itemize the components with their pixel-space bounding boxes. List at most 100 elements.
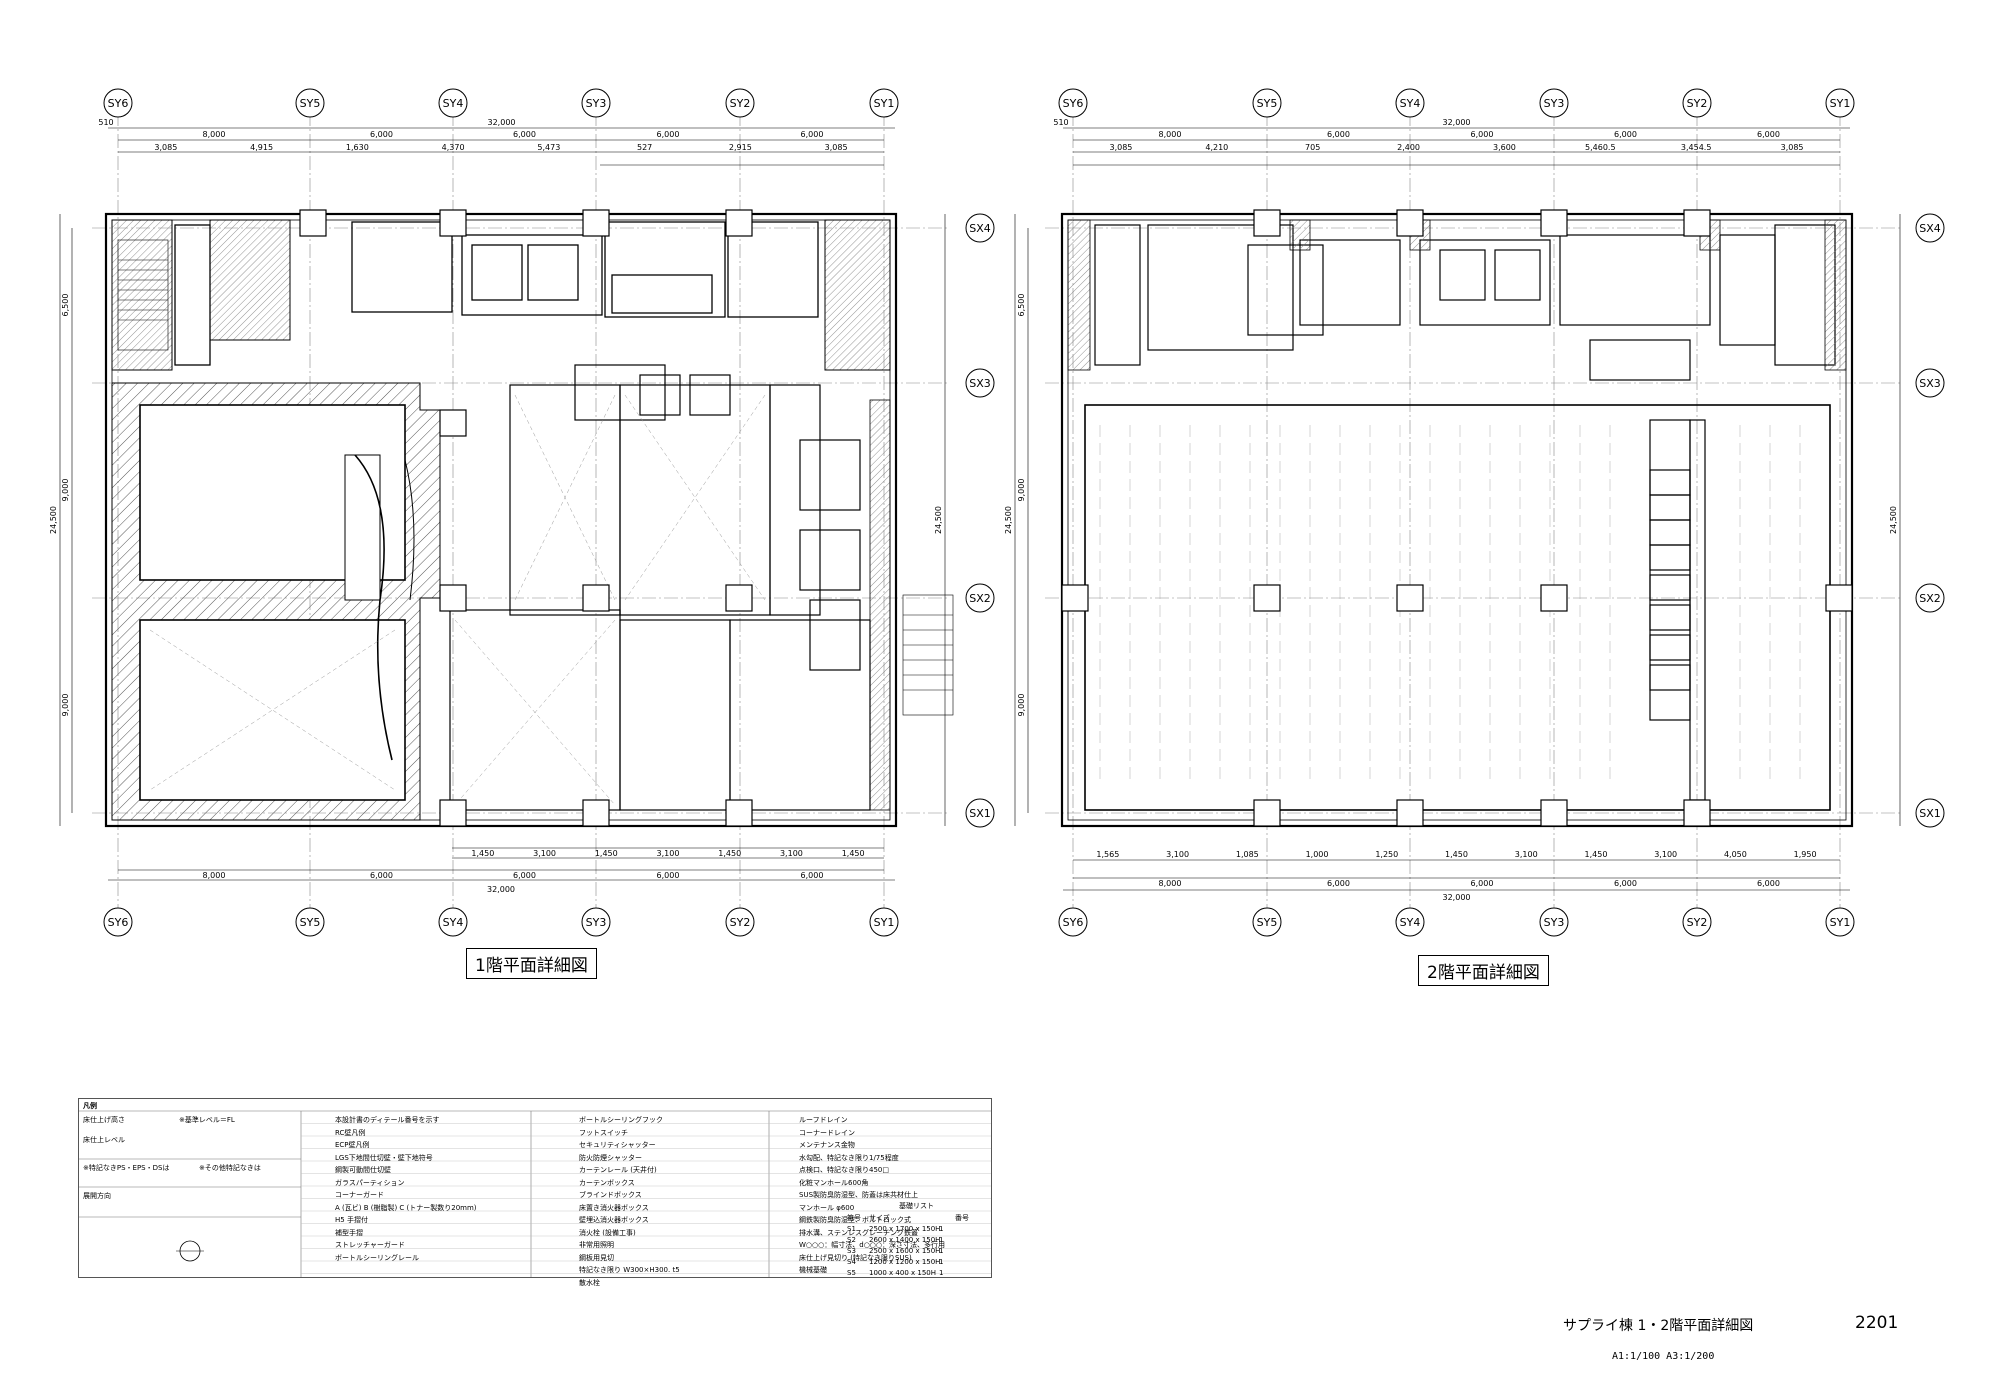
grid-bubble [965, 213, 995, 243]
grid-bubble [725, 88, 755, 118]
legend-item: セキュリティシャッター [579, 1141, 656, 1149]
grid-bubble-label: SY1 [1830, 916, 1851, 929]
legend-orientation: 展開方向 [83, 1192, 111, 1200]
dim-bay-bottom: 6,000 [801, 871, 824, 880]
dim-sub-bottom: 1,565 [1096, 850, 1119, 859]
legend-item: 床置き消火器ボックス [579, 1203, 649, 1212]
plan-1f [59, 112, 954, 910]
base-list-cell: 2500 x 1700 x 150H [869, 1225, 941, 1233]
legend-item: 鋼板用見切 [579, 1253, 614, 1262]
legend-item: ボートルシーリングフック [579, 1116, 663, 1124]
dim-bay-bottom: 6,000 [1757, 879, 1780, 888]
dim-vertical-bay: 9,000 [61, 479, 70, 502]
base-list-cell: S2 [847, 1236, 856, 1244]
grid-bubble-label: SY2 [1687, 916, 1708, 929]
legend-item: A (瓦ビ) B (樹脂製) C (トナー製数り20mm) [335, 1203, 477, 1212]
base-list-cell: S4 [847, 1258, 856, 1266]
dim-sub-top: 3,085 [154, 143, 177, 152]
legend-item: SUS製防臭防湿型、防蓋は床共材仕上 [799, 1191, 919, 1199]
grid-bubble [1825, 88, 1855, 118]
legend-item: 機械基礎 [799, 1266, 827, 1274]
base-list-cell: 1200 x 1200 x 150H [869, 1258, 941, 1266]
grid-bubble [869, 907, 899, 937]
grid-bubble-label: SY6 [108, 916, 129, 929]
grid-bubble-label: SY1 [874, 916, 895, 929]
dim-sub-bottom: 4,050 [1724, 850, 1747, 859]
dim-vertical-bay: 9,000 [61, 694, 70, 717]
grid-bubble-label: SY4 [443, 916, 464, 929]
dim-sub-top: 4,370 [442, 143, 465, 152]
legend-item: コーナーガード [335, 1191, 384, 1199]
grid-bubble [1915, 213, 1945, 243]
dim-sub-top: 4,915 [250, 143, 273, 152]
plan-1f-title: 1階平面詳細図 [466, 948, 597, 979]
grid-bubble [1058, 88, 1088, 118]
dim-vertical-total: 24,500 [49, 506, 58, 534]
grid-bubble-label: SY3 [1544, 97, 1565, 110]
dim-vertical-total: 24,500 [934, 506, 943, 534]
legend-item: ECP壁凡例 [335, 1141, 370, 1149]
sheet-number: 2201 [1855, 1313, 1899, 1333]
legend-item: 鋼製可動間仕切壁 [335, 1166, 391, 1174]
dim-bay: 6,000 [657, 130, 680, 139]
grid-bubble [103, 88, 133, 118]
dim-edge: 510 [98, 118, 113, 127]
dim-bay-bottom: 6,000 [513, 871, 536, 880]
dim-sub-bottom: 3,100 [1515, 850, 1538, 859]
grid-bubble-label: SX2 [969, 592, 991, 605]
grid-bubble-label: SY6 [1063, 916, 1084, 929]
legend-item: H5 手摺付 [335, 1216, 368, 1224]
grid-bubble-label: SY5 [300, 916, 321, 929]
dim-vertical-bay: 6,500 [1017, 294, 1026, 317]
dim-sub-top: 2,400 [1397, 143, 1420, 152]
grid-bubble-label: SY4 [443, 97, 464, 110]
dim-overall: 32,000 [488, 118, 516, 127]
legend-item: 化粧マンホール600角 [799, 1178, 869, 1187]
legend-item: 本設計書のディテール番号を示す [335, 1116, 440, 1124]
dim-sub-bottom: 1,450 [1445, 850, 1468, 859]
legend-item: 散水栓 [579, 1278, 600, 1287]
grid-bubble [1682, 88, 1712, 118]
grid-bubble [1682, 907, 1712, 937]
legend-item: 防火防煙シャッター [579, 1153, 642, 1162]
grid-bubble-label: SY3 [586, 97, 607, 110]
dim-bay: 8,000 [203, 130, 226, 139]
grid-bubble [1539, 907, 1569, 937]
base-list-cell: S5 [847, 1269, 856, 1277]
dim-bay-bottom: 6,000 [370, 871, 393, 880]
legend-grid [79, 1110, 991, 1277]
dim-bay-bottom: 6,000 [1614, 879, 1637, 888]
legend-item: コーナードレイン [799, 1128, 855, 1137]
base-list-cell: 2500 x 1600 x 150H [869, 1247, 941, 1255]
grid-bubble [1252, 88, 1282, 118]
grid-bubble [1539, 88, 1569, 118]
dim-sub-top: 4,210 [1205, 143, 1228, 152]
dim-bay-bottom: 8,000 [203, 871, 226, 880]
base-list-header: サイズ [869, 1214, 890, 1222]
grid-bubble [1058, 907, 1088, 937]
dim-sub-top: 3,085 [825, 143, 848, 152]
grid-bubble-label: SY2 [730, 916, 751, 929]
grid-bubble-label: SY6 [108, 97, 129, 110]
legend-item: 非常用照明 [579, 1241, 614, 1249]
grid-bubble [965, 798, 995, 828]
grid-bubble [1915, 798, 1945, 828]
base-list-cell: 1000 x 400 x 150H [869, 1269, 936, 1277]
sheet-scale: A1:1/100 A3:1/200 [1612, 1351, 1715, 1362]
legend-item: 特記なき限り W300×H300. t5 [579, 1266, 680, 1274]
legend-other: ※その他特記なきは [199, 1164, 261, 1172]
dim-sub-top: 3,085 [1109, 143, 1132, 152]
dim-overall-bottom: 32,000 [487, 885, 515, 894]
dim-vertical-bay: 9,000 [1017, 694, 1026, 717]
dim-sub-bottom: 3,100 [533, 849, 556, 858]
dim-sub-bottom: 1,000 [1306, 850, 1329, 859]
grid-bubble-label: SY1 [1830, 97, 1851, 110]
grid-bubble [1915, 368, 1945, 398]
dim-bay: 6,000 [801, 130, 824, 139]
legend-unspecified-ps: ※特記なきPS・EPS・DSは [83, 1164, 170, 1172]
grid-bubble [965, 583, 995, 613]
grid-bubble [581, 907, 611, 937]
dim-bay-bottom: 8,000 [1159, 879, 1182, 888]
dim-sub-top: 1,630 [346, 143, 369, 152]
grid-bubble [103, 907, 133, 937]
